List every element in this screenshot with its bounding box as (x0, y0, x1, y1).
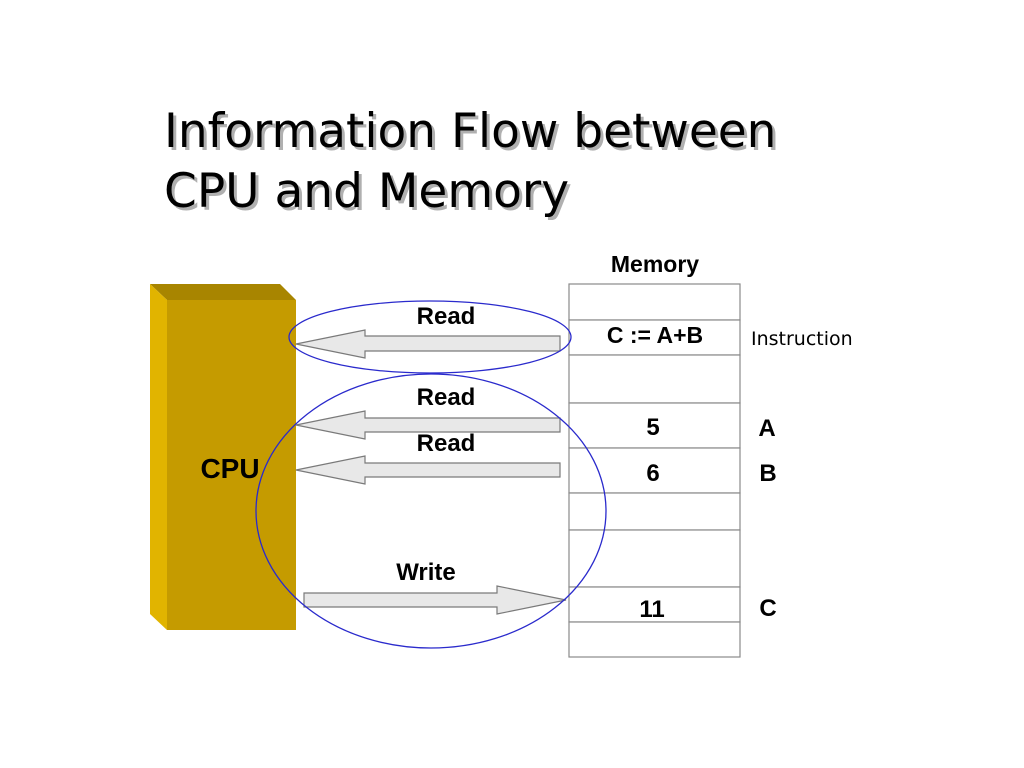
read-label-instruction: Read (417, 303, 476, 330)
title-line-1-shadow: Information Flow between (167, 107, 779, 162)
write-arrow-c (303, 585, 567, 615)
cpu-block-top (150, 284, 296, 300)
cpu-block-side (150, 284, 167, 630)
memory-cell (568, 319, 741, 356)
title-line-2: CPU and Memory (164, 164, 569, 219)
read-arrow-b (295, 455, 561, 485)
highlight-ovals (255, 300, 607, 649)
memory-tag-a: A (758, 415, 775, 442)
read-arrow-instruction (295, 329, 561, 359)
memory-tag-c: C (759, 595, 776, 622)
cpu-block: CPU (150, 284, 296, 630)
cpu-label: CPU (200, 453, 259, 484)
memory-cell-value-a: 5 (646, 414, 659, 441)
slide-title: Information Flow between Information Flo… (164, 104, 779, 222)
fetch-phase-oval (288, 300, 572, 374)
memory-cell (568, 621, 741, 658)
read-arrow-a (295, 410, 561, 440)
memory-cell (568, 354, 741, 404)
memory-cell (568, 283, 741, 321)
memory-cell (568, 492, 741, 531)
memory-table: Memory C := A+B 5 6 11 Instruction A B C (568, 251, 853, 658)
read-label-b: Read (417, 430, 476, 457)
memory-header: Memory (611, 251, 699, 277)
write-label-c: Write (396, 559, 456, 586)
execute-phase-oval (255, 373, 607, 649)
flow-arrows: Read Read Read Write (295, 303, 567, 615)
title-line-1: Information Flow between (164, 104, 776, 159)
memory-tag-b: B (759, 460, 776, 487)
cpu-block-front (167, 300, 296, 630)
read-label-a: Read (417, 384, 476, 411)
memory-cell-value-instruction: C := A+B (607, 322, 703, 348)
title-line-2-shadow: CPU and Memory (167, 167, 572, 222)
memory-tag-instruction: Instruction (751, 328, 853, 350)
memory-cell-value-b: 6 (646, 460, 659, 487)
memory-cell-value-c: 11 (639, 596, 664, 623)
